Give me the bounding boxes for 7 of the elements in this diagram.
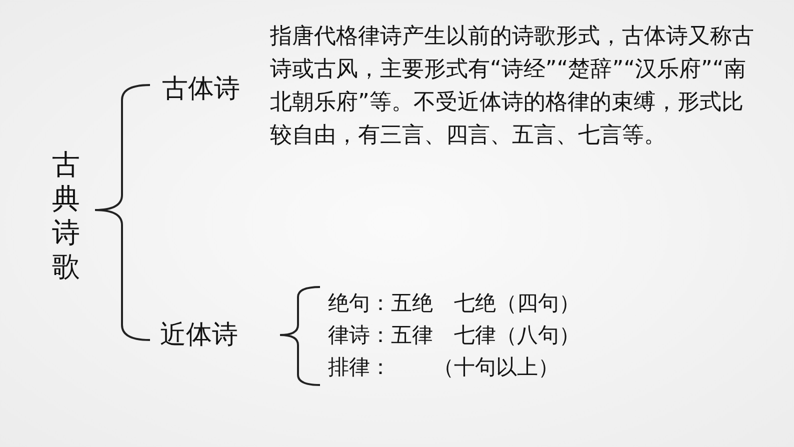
category-label: 古体诗 <box>162 73 241 106</box>
vertical-title: 古典诗歌 <box>52 148 81 284</box>
category-label: 近体诗 <box>160 319 239 352</box>
description-text: 指唐代格律诗产生以前的诗歌形式，古体诗又称古诗或古风，主要形式有“诗经”“楚辞”“汉乐府”“南北朝乐府”等。不受近体诗的格律的束缚，形式比较自由，有三言、四言、五言、七言等。 <box>270 23 755 150</box>
list-item: 排律： （十句以上） <box>328 354 560 381</box>
list-item: 律诗：五律 七律（八句） <box>328 322 581 349</box>
list-item: 绝句：五绝 七绝（四句） <box>328 290 581 317</box>
